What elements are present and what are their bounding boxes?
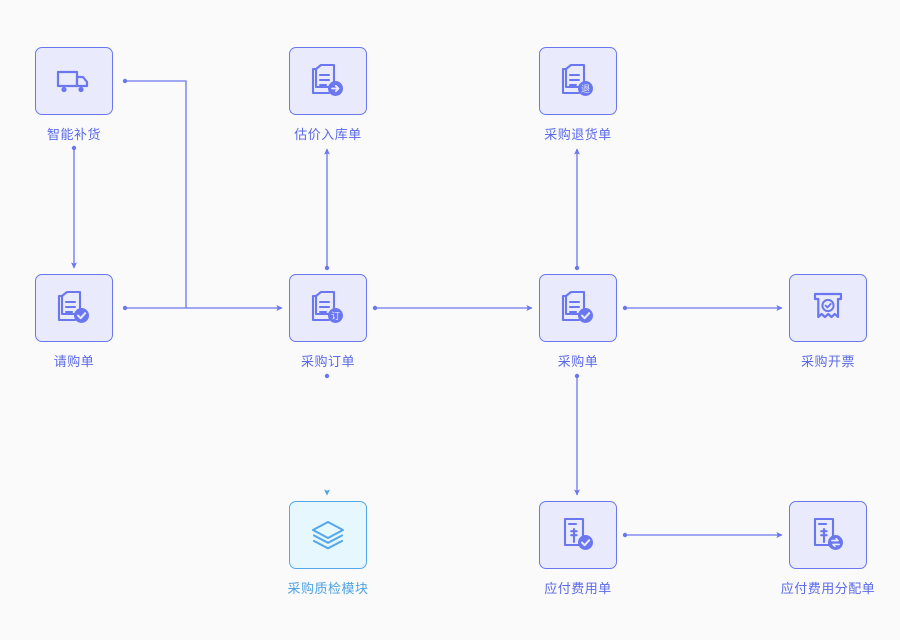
- node-icon-box[interactable]: [35, 274, 113, 342]
- node-quality-inspection[interactable]: 采购质检模块: [288, 501, 368, 595]
- node-label: 采购开票: [800, 354, 855, 369]
- node-label: 采购单: [557, 354, 599, 369]
- node-label: 智能补货: [46, 127, 101, 142]
- document-check-icon: [56, 289, 92, 327]
- node-purchase-order[interactable]: 订 采购订单: [288, 274, 368, 368]
- node-icon-box[interactable]: [539, 501, 617, 569]
- edge-bill-to-return: [574, 148, 580, 271]
- node-icon-box[interactable]: 订: [289, 274, 367, 342]
- document-order-icon: 订: [310, 289, 346, 327]
- edge-bill-to-invoice: [622, 305, 783, 311]
- node-label: 采购质检模块: [287, 581, 369, 596]
- node-icon-box[interactable]: [789, 501, 867, 569]
- svg-text:订: 订: [331, 311, 340, 322]
- node-requisition[interactable]: 请购单: [34, 274, 114, 368]
- node-label: 应付费用分配单: [780, 581, 876, 596]
- node-icon-box[interactable]: [289, 501, 367, 569]
- node-icon-box[interactable]: [289, 47, 367, 115]
- money-document-check-icon: [561, 516, 595, 554]
- money-document-swap-icon: [811, 516, 845, 554]
- edge-order-to-quality: [324, 373, 330, 496]
- node-purchase-invoice[interactable]: 采购开票: [788, 274, 868, 368]
- node-payable-allocation[interactable]: 应付费用分配单: [781, 501, 875, 595]
- invoice-check-icon: [810, 290, 846, 326]
- node-purchase-return[interactable]: 退 采购退货单: [538, 47, 618, 141]
- edge-payable-to-allocation: [622, 532, 783, 538]
- node-icon-box[interactable]: [35, 47, 113, 115]
- edge-replenishment-to-requisition: [71, 145, 77, 269]
- node-icon-box[interactable]: [789, 274, 867, 342]
- edge-replenishment-to-order: [122, 78, 187, 308]
- node-smart-replenishment[interactable]: 智能补货: [34, 47, 114, 141]
- truck-icon: [55, 64, 93, 98]
- node-purchase-bill[interactable]: 采购单: [538, 274, 618, 368]
- node-icon-box[interactable]: [539, 274, 617, 342]
- edge-bill-to-payable: [574, 373, 580, 496]
- node-label: 采购订单: [300, 354, 355, 369]
- edge-requisition-to-order: [122, 305, 283, 311]
- layers-icon: [309, 518, 347, 552]
- node-payable-expense[interactable]: 应付费用单: [538, 501, 618, 595]
- document-return-icon: 退: [560, 62, 596, 100]
- svg-text:退: 退: [581, 84, 590, 95]
- node-label: 应付费用单: [544, 581, 612, 596]
- document-check-icon: [560, 289, 596, 327]
- node-estimated-receipt[interactable]: 估价入库单: [288, 47, 368, 141]
- node-label: 请购单: [53, 354, 95, 369]
- node-label: 采购退货单: [544, 127, 612, 142]
- edge-order-to-estimated-receipt: [324, 148, 330, 271]
- node-label: 估价入库单: [294, 127, 362, 142]
- document-arrow-right-icon: [310, 62, 346, 100]
- edge-order-to-bill: [372, 305, 533, 311]
- node-icon-box[interactable]: 退: [539, 47, 617, 115]
